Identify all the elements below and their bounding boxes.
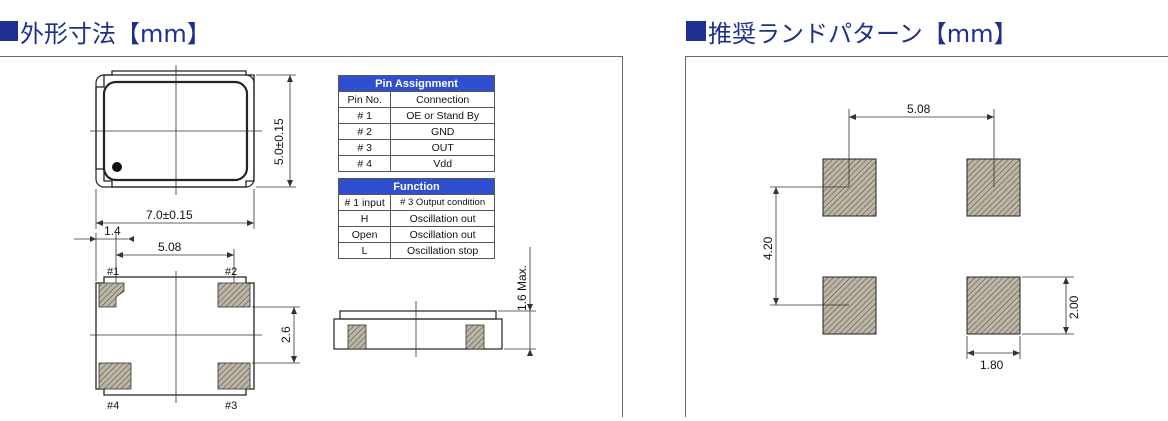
vpitch-dim-label: 2.6 (279, 326, 293, 343)
pad-pin2 (217, 282, 251, 308)
land-pad-height-dimension: 2.00 (1022, 276, 1081, 335)
package-side-view: 1.6 Max. (333, 247, 536, 357)
outline-heading-text: 外形寸法【mm】 (20, 19, 211, 48)
function-table: Function # 1 input # 3 Output condition … (337, 178, 495, 259)
height-dim-label: 5.0±0.15 (272, 118, 286, 165)
package-top-view (90, 65, 262, 195)
function-table-title: Function (338, 178, 495, 195)
table-row: Open Oscillation out (337, 226, 495, 243)
land-pad-1 (822, 158, 877, 217)
table-row: L Oscillation stop (337, 242, 495, 259)
land-hpitch-label: 5.08 (907, 102, 931, 116)
land-pattern-drawing: 5.08 4.20 2.00 1.80 (761, 102, 1081, 372)
square-bullet-icon (0, 21, 18, 41)
land-pattern-panel: 5.08 4.20 2.00 1.80 (685, 56, 1168, 417)
land-pad-4 (822, 276, 877, 335)
land-vpitch-label: 4.20 (761, 236, 775, 260)
land-heading: 推奨ランドパターン【mm】 (686, 14, 1018, 48)
pad-pin3 (217, 362, 251, 390)
land-pad-2 (966, 158, 1021, 217)
table-row: # 4 Vdd (337, 155, 495, 172)
pin4-label: #4 (107, 400, 119, 412)
vpitch-dimension: 2.6 (252, 306, 300, 364)
table-row: # 2 GND (337, 123, 495, 140)
land-pad-width-dimension: 1.80 (966, 336, 1021, 372)
pitch-dim-label: 5.08 (158, 240, 182, 254)
function-table-header: # 3 Output condition (390, 194, 495, 211)
outline-heading: 外形寸法【mm】 (0, 14, 211, 48)
table-row: H Oscillation out (337, 210, 495, 227)
max-height-dim-label: 1.6 Max. (515, 265, 529, 311)
offset-dim-label: 1.4 (104, 224, 121, 238)
width-dimension: 7.0±0.15 (95, 189, 255, 229)
table-row: # 3 OUT (337, 139, 495, 156)
pin3-label: #3 (225, 400, 237, 412)
land-vpitch-dimension: 4.20 (761, 187, 779, 305)
outline-panel: 5.0±0.15 7.0±0.15 1.4 5.08 (0, 56, 623, 417)
land-pad-3 (966, 276, 1021, 335)
pin1-marker-dot (112, 162, 122, 172)
function-table-header: # 1 input (337, 194, 392, 211)
pitch-dimensions: 1.4 5.08 (74, 224, 235, 283)
land-hpitch-dimension: 5.08 (849, 102, 994, 120)
pin1-label: #1 (107, 266, 119, 278)
table-row: # 1 OE or Stand By (337, 107, 495, 124)
width-dim-label: 7.0±0.15 (146, 208, 193, 222)
pin2-label: #2 (225, 266, 237, 278)
land-heading-text: 推奨ランドパターン【mm】 (708, 19, 1018, 48)
package-bottom-view: #1 #2 #4 #3 (90, 266, 262, 412)
pin-table-title: Pin Assignment (338, 75, 495, 92)
square-bullet-icon (686, 21, 706, 41)
pin-table-header: Connection (390, 91, 495, 108)
pad-pin1 (98, 282, 125, 308)
pin-table-header: Pin No. (337, 91, 392, 108)
land-pad-height-label: 2.00 (1067, 295, 1081, 319)
outline-drawing: 5.0±0.15 7.0±0.15 1.4 5.08 (74, 65, 536, 412)
land-pad-width-label: 1.80 (980, 358, 1004, 372)
pin-assignment-table: Pin Assignment Pin No. Connection # 1 OE… (337, 75, 495, 172)
height-dimension: 5.0±0.15 (256, 74, 296, 188)
pad-pin4 (98, 362, 132, 390)
